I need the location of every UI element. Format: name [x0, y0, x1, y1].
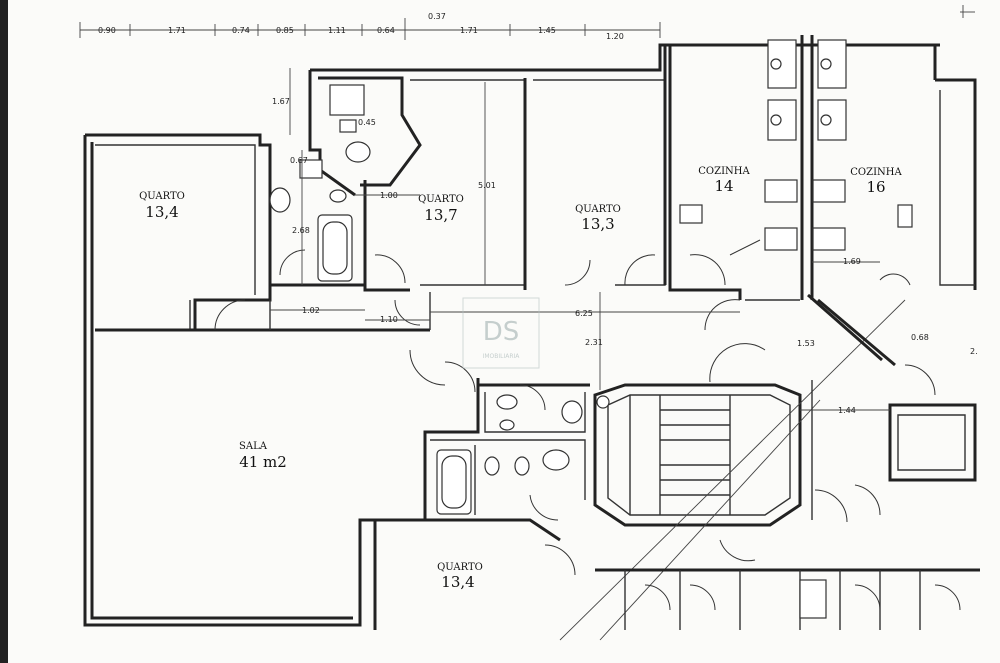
- corner-mark: [960, 5, 975, 18]
- room-cozinha-b: COZINHA 16: [850, 167, 902, 196]
- dim-1-10: 1.10: [380, 315, 398, 324]
- room-quarto-d: QUARTO 13,4: [437, 562, 483, 591]
- room-sala-area: 41 m2: [239, 453, 287, 471]
- dim-1-69: 1.69: [843, 257, 861, 266]
- room-quarto-b: QUARTO 13,7: [418, 194, 464, 224]
- dim-1-67: 1.67: [272, 97, 290, 106]
- room-sala: SALA 41 m2: [239, 441, 287, 471]
- room-quarto-c: QUARTO 13,3: [575, 204, 621, 233]
- dim-top-6: 1.71: [460, 26, 478, 35]
- room-cozinha-a-area: 14: [714, 177, 733, 195]
- dim-top-7: 1.45: [538, 26, 556, 35]
- dim-top-0: 0.90: [98, 26, 116, 35]
- room-quarto-b-area: 13,7: [424, 206, 457, 224]
- watermark-logo: DS IMOBILIÁRIA: [462, 297, 540, 369]
- fixtures: [269, 39, 913, 619]
- dim-top-4: 1.11: [328, 26, 346, 35]
- room-cozinha-a-name: COZINHA: [698, 166, 750, 177]
- dim-top-5: 0.64: [377, 26, 395, 35]
- room-quarto-c-name: QUARTO: [575, 204, 621, 215]
- dim-1-44: 1.44: [838, 406, 856, 415]
- watermark-sub-text: IMOBILIÁRIA: [483, 353, 521, 360]
- door-swings: [214, 239, 961, 611]
- dim-0-68: 0.68: [911, 333, 929, 342]
- dim-top-2: 0.74: [232, 26, 250, 35]
- room-quarto-d-area: 13,4: [441, 573, 474, 591]
- dim-2-31: 2.31: [585, 338, 603, 347]
- dim-2-68: 2.68: [292, 226, 310, 235]
- dim-1-02: 1.02: [302, 306, 320, 315]
- dim-top-8: 1.20: [606, 32, 624, 41]
- scan-edge: [0, 0, 8, 663]
- dim-1-00: 1.00: [380, 191, 398, 200]
- dim-0-37: 0.37: [428, 12, 446, 21]
- dim-6-25: 6.25: [575, 309, 593, 318]
- room-sala-name: SALA: [239, 441, 268, 452]
- dim-1-53: 1.53: [797, 339, 815, 348]
- room-quarto-b-name: QUARTO: [418, 194, 464, 205]
- dim-top-3: 0.85: [276, 26, 294, 35]
- room-quarto-a-name: QUARTO: [139, 191, 185, 202]
- top-dimension-chain: 0.90 1.71 0.74 0.85 1.11 0.64 1.71 1.45 …: [79, 12, 661, 41]
- room-cozinha-b-area: 16: [866, 178, 885, 196]
- room-cozinha-a: COZINHA 14: [698, 166, 750, 195]
- room-quarto-a-area: 13,4: [145, 203, 178, 221]
- room-cozinha-b-name: COZINHA: [850, 167, 902, 178]
- room-quarto-c-area: 13,3: [581, 215, 614, 233]
- dim-top-1: 1.71: [168, 26, 186, 35]
- dim-0-67: 0.67: [290, 156, 308, 165]
- inner-dimensions: 1.67 0.45 0.67 1.00 5.01 2.68 1.02 1.10 …: [270, 68, 978, 415]
- room-labels: QUARTO 13,4 QUARTO 13,7 QUARTO 13,3 COZI…: [139, 166, 902, 591]
- dim-5-01: 5.01: [478, 181, 496, 190]
- dim-2-edge: 2.: [970, 347, 978, 356]
- room-quarto-d-name: QUARTO: [437, 562, 483, 573]
- watermark-logo-text: DS: [483, 317, 520, 347]
- room-quarto-a: QUARTO 13,4: [139, 191, 185, 221]
- dim-0-45: 0.45: [358, 118, 376, 127]
- walls: [83, 35, 980, 641]
